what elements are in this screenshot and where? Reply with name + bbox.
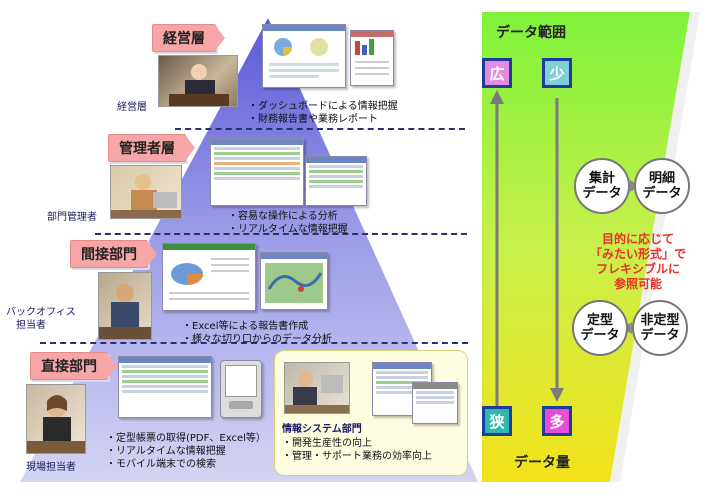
excel-screenshot	[162, 243, 256, 311]
bullet: ・財務報告書や業務レポート	[248, 114, 378, 125]
wide-box: 広	[482, 58, 512, 88]
flexible-message: 目的に応じて 「みたい形式」で フレキシブルに 参照可能	[586, 232, 690, 292]
message-line: フレキシブルに	[595, 262, 680, 276]
mobile-screenshot	[220, 360, 262, 418]
bullet: ・Excel等による報告書作成	[182, 321, 309, 332]
summary-data-text: 集計 データ	[582, 171, 622, 201]
narrow-box: 狭	[482, 406, 512, 436]
dev-screenshot-2	[412, 382, 458, 424]
bullet: ・リアルタイムな情報把握	[228, 224, 348, 235]
summary-data-circle: 集計 データ	[574, 158, 630, 214]
bullet: ・リアルタイムな情報把握	[106, 446, 226, 457]
backoffice-photo	[98, 272, 152, 340]
nonfixed-data-circle: 非定型 データ	[632, 300, 688, 356]
tier-label-indirect: 間接部門	[70, 240, 157, 268]
fixed-data-circle: 定型 データ	[572, 300, 628, 356]
dashboard-screenshot	[262, 24, 346, 88]
field-staff-caption: 現場担当者	[26, 462, 76, 473]
tier-divider	[40, 342, 468, 344]
bullet: ・モバイル端末での検索	[106, 459, 216, 470]
bullet: ・開発生産性の向上	[282, 438, 372, 449]
manager-bullets: ・容易な操作による分析 ・リアルタイムな情報把握	[228, 210, 348, 236]
message-line: 目的に応じて	[601, 232, 674, 246]
it-bullets: ・開発生産性の向上 ・管理・サポート業務の効率向上	[282, 437, 432, 463]
it-staff-photo	[284, 362, 350, 414]
bullet: ・容易な操作による分析	[228, 211, 338, 222]
nonfixed-data-text: 非定型 データ	[640, 313, 680, 343]
analysis-screenshot-2	[305, 156, 367, 206]
many-box: 多	[542, 406, 572, 436]
tier-label-executive: 経営層	[152, 24, 225, 52]
message-line: 「みたい形式」で	[589, 247, 686, 261]
bullet: ・ダッシュボードによる情報把握	[248, 101, 398, 112]
executive-caption: 経営層	[117, 102, 147, 113]
executive-photo	[158, 55, 238, 107]
backoffice-caption: バックオフィス 担当者	[6, 306, 76, 332]
analysis-screenshot	[210, 138, 304, 206]
bullet: ・定型帳票の取得(PDF、Excel等）	[106, 433, 266, 444]
report-screenshot	[350, 30, 394, 86]
bullet: ・管理・サポート業務の効率向上	[282, 451, 432, 462]
detail-data-circle: 明細 データ	[634, 158, 690, 214]
tier-label-direct: 直接部門	[30, 352, 117, 380]
fixed-data-text: 定型 データ	[580, 313, 620, 343]
tier-label-manager: 管理者層	[108, 134, 195, 162]
indirect-bullets: ・Excel等による報告書作成 ・様々な切り口からのデータ分析	[182, 320, 332, 346]
tier-divider	[175, 128, 465, 130]
message-line: 参照可能	[613, 277, 662, 291]
tier-divider	[95, 233, 467, 235]
detail-data-text: 明細 データ	[642, 171, 682, 201]
manager-caption: 部門管理者	[47, 212, 97, 223]
manager-photo	[110, 165, 182, 219]
it-department-label: 情報システム部門	[282, 424, 362, 435]
caption-line: 担当者	[16, 320, 46, 331]
form-screenshot	[118, 356, 212, 418]
direct-bullets: ・定型帳票の取得(PDF、Excel等） ・リアルタイムな情報把握 ・モバイル端…	[106, 432, 266, 471]
map-screenshot	[260, 252, 328, 310]
field-staff-photo	[26, 384, 86, 454]
few-box: 少	[542, 58, 572, 88]
caption-line: バックオフィス	[6, 307, 76, 318]
bullet: ・様々な切り口からのデータ分析	[182, 334, 332, 345]
data-range-label: データ範囲	[496, 25, 566, 41]
data-volume-label: データ量	[514, 455, 570, 471]
executive-bullets: ・ダッシュボードによる情報把握 ・財務報告書や業務レポート	[248, 100, 398, 126]
